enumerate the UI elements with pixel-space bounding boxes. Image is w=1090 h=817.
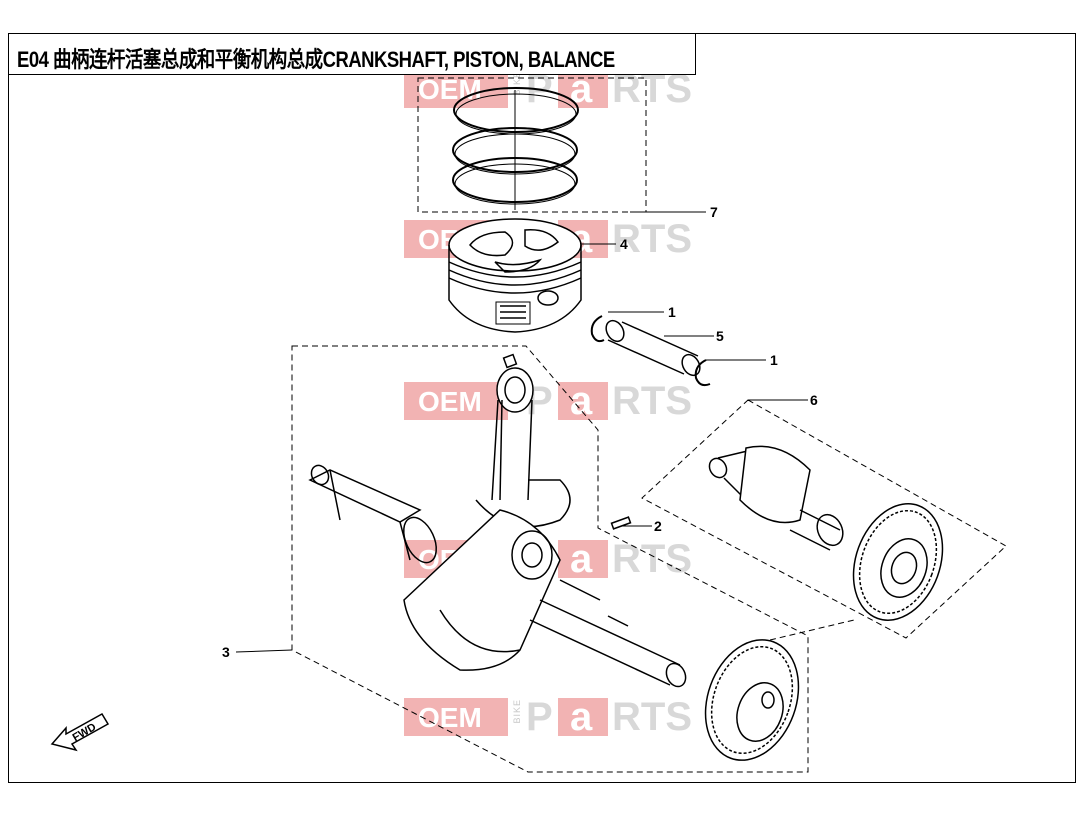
balance-shaft	[708, 445, 844, 551]
callout-1-lower: 1	[770, 352, 778, 368]
crankshaft-group-box	[291, 345, 809, 773]
crankshaft	[308, 464, 687, 688]
callout-4: 4	[620, 236, 628, 252]
piston	[448, 218, 582, 333]
callout-7: 7	[710, 204, 718, 220]
callout-1-upper: 1	[668, 304, 676, 320]
callout-6: 6	[810, 392, 818, 408]
leader-lines	[235, 211, 855, 653]
fwd-label: FWD	[71, 721, 99, 744]
circlip-lower	[694, 359, 711, 387]
diagram-title: E04 曲柄连杆活塞总成和平衡机构总成CRANKSHAFT, PISTON, B…	[17, 47, 615, 72]
fwd-arrow-icon: FWD	[50, 712, 110, 752]
piston-pin	[605, 319, 701, 377]
circlip-upper	[590, 315, 605, 343]
woodruff-key	[610, 516, 632, 530]
connecting-rod	[475, 353, 571, 528]
callout-3: 3	[222, 644, 230, 660]
balance-shaft-group-box	[641, 399, 1007, 639]
diagram-frame	[8, 33, 1076, 783]
title-box: E04 曲柄连杆活塞总成和平衡机构总成CRANKSHAFT, PISTON, B…	[8, 33, 696, 75]
piston-rings	[452, 87, 579, 210]
callout-5: 5	[716, 328, 724, 344]
piston-ring-group-box	[417, 77, 647, 213]
callout-2: 2	[654, 518, 662, 534]
balance-shaft-gear	[852, 503, 944, 621]
crankshaft-gear	[704, 639, 800, 761]
